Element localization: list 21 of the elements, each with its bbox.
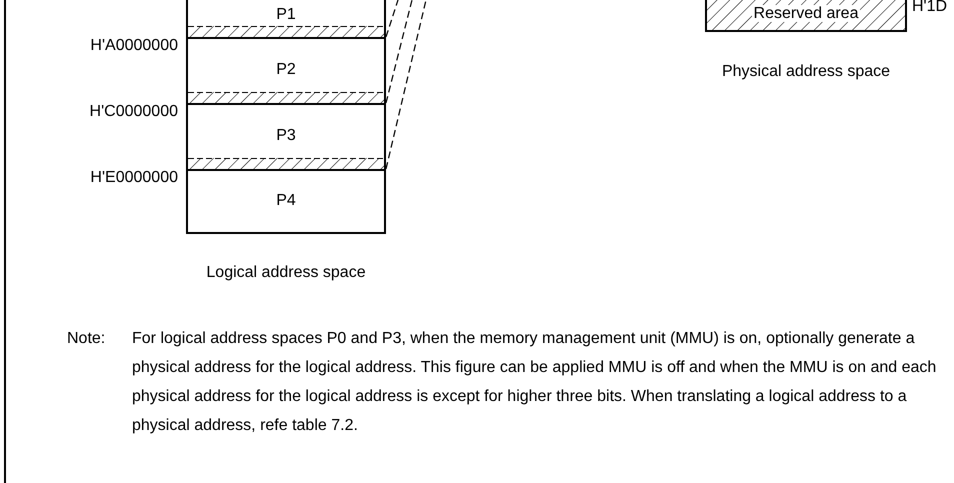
memory-segment — [186, 37, 386, 105]
segment-label: P1 — [275, 6, 297, 24]
address-label: H'E0000000 — [89, 169, 178, 187]
memory-segment — [186, 103, 386, 171]
memory-segment — [186, 169, 386, 234]
memory-segment — [186, 0, 386, 39]
note-label: Note: — [67, 330, 106, 348]
caption: Physical address space — [720, 63, 892, 81]
address-label: H'1D — [912, 0, 948, 16]
segment-label: P4 — [275, 192, 297, 210]
address-label: H'A0000000 — [89, 37, 178, 55]
segment-label: P2 — [275, 61, 297, 79]
note-text: For logical address spaces P0 and P3, when the memory management unit (MMU) is on, optionally generate a physical address for the logical address. This figure can be applied MMU is off and when the MMU is on and each physical address for the logical address is except for higher three bits. When translating a logical address to a physical address, refe table 7.2. — [132, 329, 938, 436]
caption: Logical address space — [205, 264, 367, 282]
mapping-line — [385, 0, 427, 170]
mapping-line — [385, 0, 413, 104]
reserved-area-box — [705, 0, 907, 32]
segment-label: P3 — [275, 127, 297, 145]
address-label: H'C0000000 — [88, 103, 178, 121]
area-label: Reserved area — [752, 4, 860, 22]
mapping-line — [385, 0, 399, 38]
